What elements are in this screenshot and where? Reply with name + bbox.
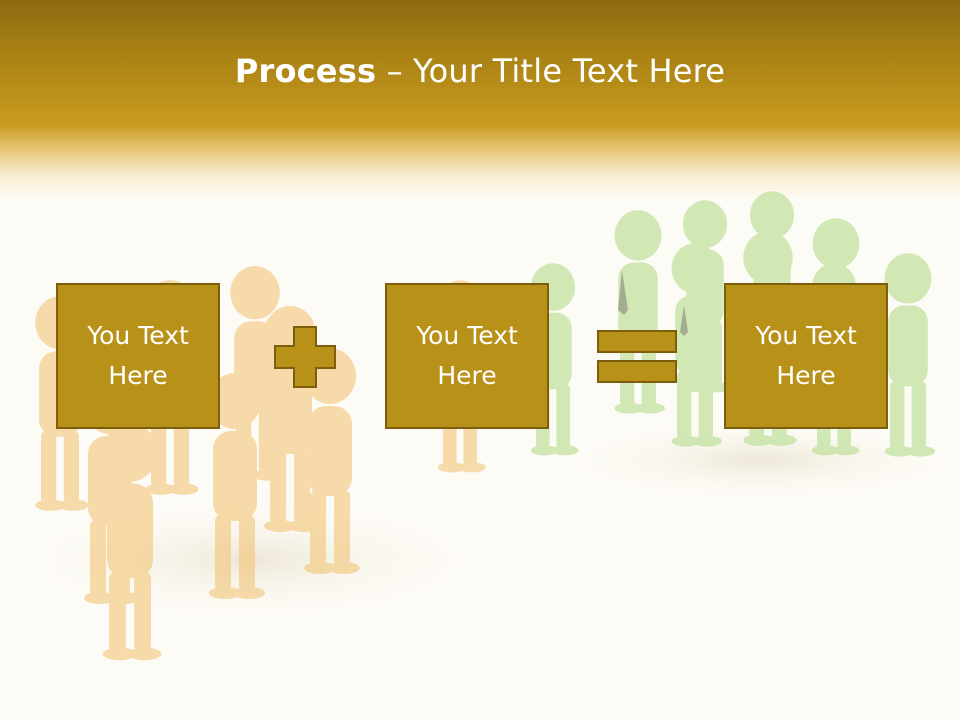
text-box-2-label: You Text Here [416, 321, 518, 390]
header-band [0, 0, 960, 200]
text-box-1-label: You Text Here [87, 321, 189, 390]
title-rest: – Your Title Text Here [376, 52, 726, 90]
green-people-group [530, 191, 935, 457]
slide-title[interactable]: Process – Your Title Text Here [0, 52, 960, 90]
text-box-3-label: You Text Here [755, 321, 857, 390]
title-bold: Process [234, 52, 377, 90]
text-box-2[interactable]: You Text Here [385, 283, 549, 429]
equals-icon [597, 330, 679, 386]
text-box-1[interactable]: You Text Here [56, 283, 220, 429]
plus-icon [273, 325, 337, 389]
text-box-3[interactable]: You Text Here [724, 283, 888, 429]
